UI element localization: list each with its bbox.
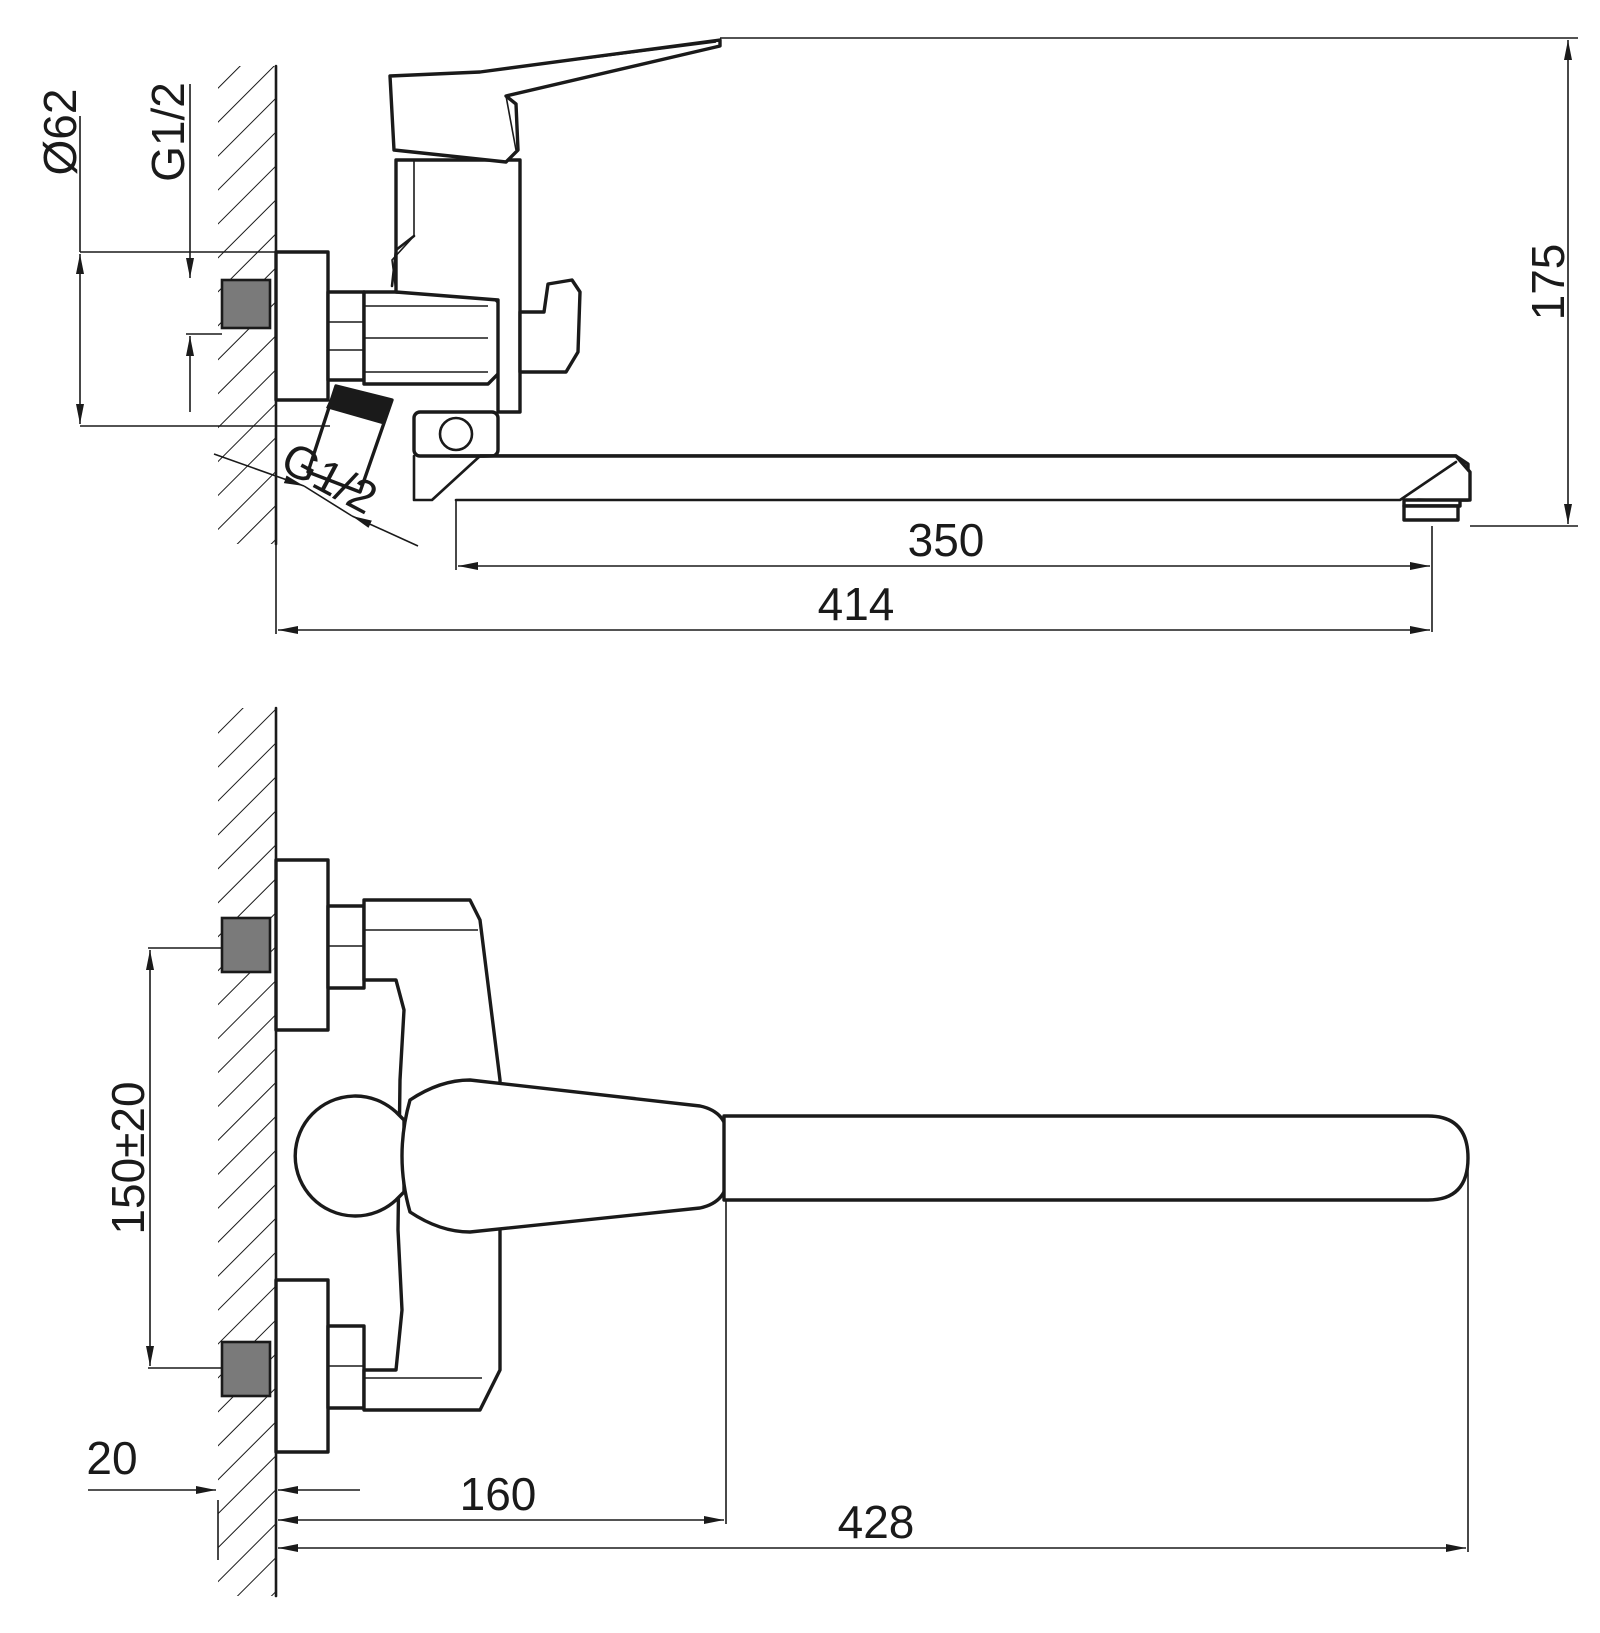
inlet-square-upper: [220, 916, 272, 974]
inlet-square-side: [220, 278, 272, 330]
dim-handle-offset-label: 160: [460, 1468, 537, 1520]
dim-height-label: 175: [1522, 244, 1574, 321]
wall-flange-upper: [274, 858, 330, 1032]
wall-section-top: [218, 708, 276, 1596]
dim-spout-reach-label: 350: [908, 514, 985, 566]
dim-wall-depth-label: 20: [86, 1432, 137, 1484]
dim-total-top-label: 428: [838, 1496, 915, 1548]
connector-nut-upper: [326, 904, 366, 990]
lever-handle-top: [400, 1078, 730, 1234]
connector-nut-lower: [326, 1324, 366, 1410]
side-view: 175 Ø62 G1/2 G1/2 350 414: [34, 37, 1578, 634]
spout-top: [722, 1114, 1470, 1202]
dim-line-thread-angled: [213, 453, 305, 487]
wall-flange-side: [274, 250, 330, 402]
inlet-square-lower: [220, 1340, 272, 1398]
dim-pipe-diameter-label: Ø62: [34, 89, 86, 176]
wall-flange-lower: [274, 1278, 330, 1454]
dim-inlet-spacing-label: 150±20: [102, 1081, 154, 1234]
dim-total-side-label: 414: [818, 578, 895, 630]
diverter-knob: [518, 278, 582, 374]
lever-handle-side: [388, 38, 722, 164]
top-view: 150±20 20 160 428: [86, 706, 1470, 1598]
handle-pivot: [293, 1094, 406, 1218]
connector-nut-side: [326, 290, 366, 382]
dim-thread-top-label: G1/2: [142, 82, 194, 182]
